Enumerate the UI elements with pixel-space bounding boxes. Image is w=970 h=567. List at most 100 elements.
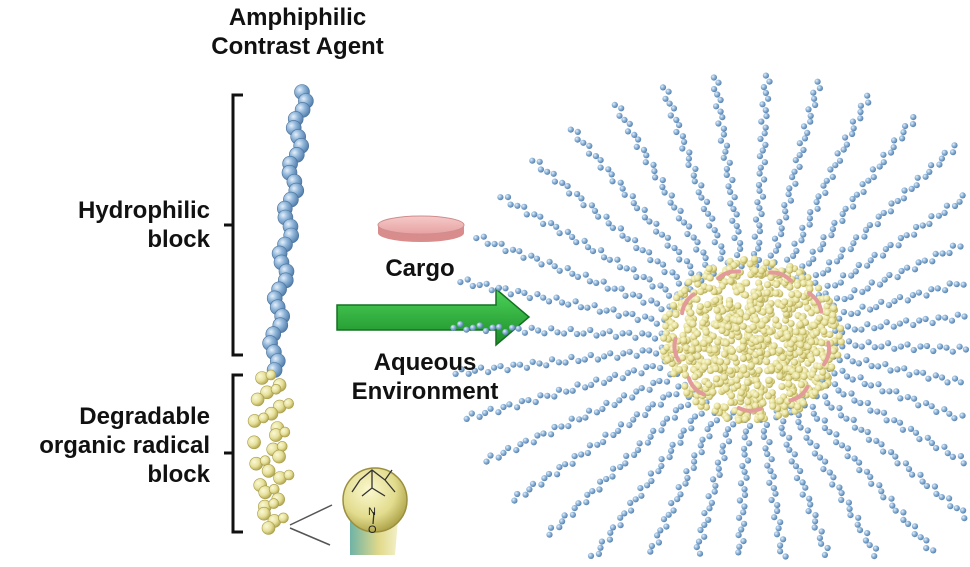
corona-bead [646, 218, 653, 225]
corona-bead [853, 191, 861, 198]
core-bead [815, 284, 823, 292]
corona-bead [646, 276, 653, 283]
corona-bead [532, 398, 539, 406]
corona-bead [872, 545, 880, 552]
core-bead [826, 330, 834, 339]
core-bead [804, 273, 812, 282]
corona-bead [796, 152, 803, 159]
core-bead [723, 414, 731, 423]
corona-bead [854, 521, 861, 528]
corona-bead [476, 281, 483, 289]
corona-bead [622, 292, 629, 299]
corona-bead [851, 287, 858, 294]
core-bead [748, 307, 757, 315]
corona-bead [951, 415, 958, 422]
corona-bead [734, 252, 741, 259]
corona-bead [684, 230, 691, 238]
corona-bead [685, 401, 692, 408]
core-bead [829, 311, 837, 319]
corona-bead [615, 312, 622, 319]
corona-bead [676, 248, 683, 256]
core-bead [781, 298, 789, 306]
corona-bead [756, 187, 763, 194]
core-bead [811, 389, 819, 397]
corona-bead [795, 418, 802, 426]
corona-bead [893, 388, 900, 395]
corona-bead [658, 306, 665, 313]
corona-bead [531, 211, 538, 218]
corona-bead [960, 460, 967, 467]
core-bead [739, 337, 747, 345]
corona-bead [550, 170, 557, 177]
corona-bead [684, 474, 691, 482]
corona-bead [905, 466, 913, 473]
corona-bead [677, 207, 684, 214]
corona-bead [783, 441, 790, 448]
corona-bead [709, 215, 716, 222]
core-bead [821, 381, 829, 389]
corona-bead [857, 102, 865, 109]
corona-bead [949, 348, 956, 355]
corona-bead [751, 233, 758, 240]
corona-bead [855, 514, 862, 521]
corona-bead [941, 406, 948, 413]
corona-bead [477, 364, 485, 371]
corona-bead [928, 286, 935, 293]
corona-bead [587, 552, 595, 560]
corona-bead [812, 279, 819, 286]
corona-bead [923, 292, 930, 299]
corona-bead [739, 462, 746, 470]
corona-bead [811, 450, 819, 457]
corona-bead [910, 114, 917, 121]
corona-bead [676, 122, 683, 129]
corona-bead [837, 253, 844, 260]
core-bead [753, 382, 761, 390]
core-bead [798, 274, 806, 282]
corona-bead [894, 274, 901, 281]
core-bead [750, 255, 759, 263]
corona-bead [864, 92, 871, 99]
corona-bead [680, 219, 688, 226]
corona-bead [785, 191, 792, 198]
corona-bead [672, 407, 680, 414]
corona-bead [877, 323, 884, 330]
corona-bead [583, 499, 590, 506]
corona-bead [802, 484, 809, 491]
corona-bead [838, 489, 845, 497]
corona-bead [701, 509, 708, 517]
corona-bead [506, 401, 513, 408]
corona-bead [603, 475, 610, 483]
corona-bead [631, 451, 638, 458]
radical-bead [261, 464, 276, 478]
corona-bead [867, 382, 875, 389]
corona-bead [578, 451, 585, 458]
corona-bead [888, 200, 895, 207]
corona-bead [824, 544, 831, 552]
corona-bead [741, 445, 748, 452]
corona-bead [582, 384, 589, 391]
corona-bead [839, 210, 846, 218]
corona-bead [811, 95, 818, 102]
corona-bead [685, 155, 693, 162]
corona-bead [619, 330, 626, 337]
corona-bead [580, 330, 587, 337]
corona-bead [572, 298, 579, 305]
corona-bead [949, 453, 957, 460]
corona-bead [851, 326, 858, 333]
core-bead [697, 288, 705, 296]
corona-bead [606, 375, 613, 382]
corona-bead [724, 426, 732, 433]
corona-bead [916, 436, 923, 443]
corona-bead [644, 482, 651, 489]
core-bead [713, 402, 721, 410]
corona-bead [589, 248, 597, 255]
corona-bead [650, 161, 657, 168]
corona-bead [880, 494, 887, 501]
corona-bead [665, 391, 673, 398]
corona-bead [693, 544, 700, 551]
corona-bead [502, 329, 509, 336]
corona-bead [596, 308, 603, 315]
corona-bead [902, 123, 909, 130]
corona-bead [920, 369, 927, 376]
corona-bead [632, 237, 639, 244]
